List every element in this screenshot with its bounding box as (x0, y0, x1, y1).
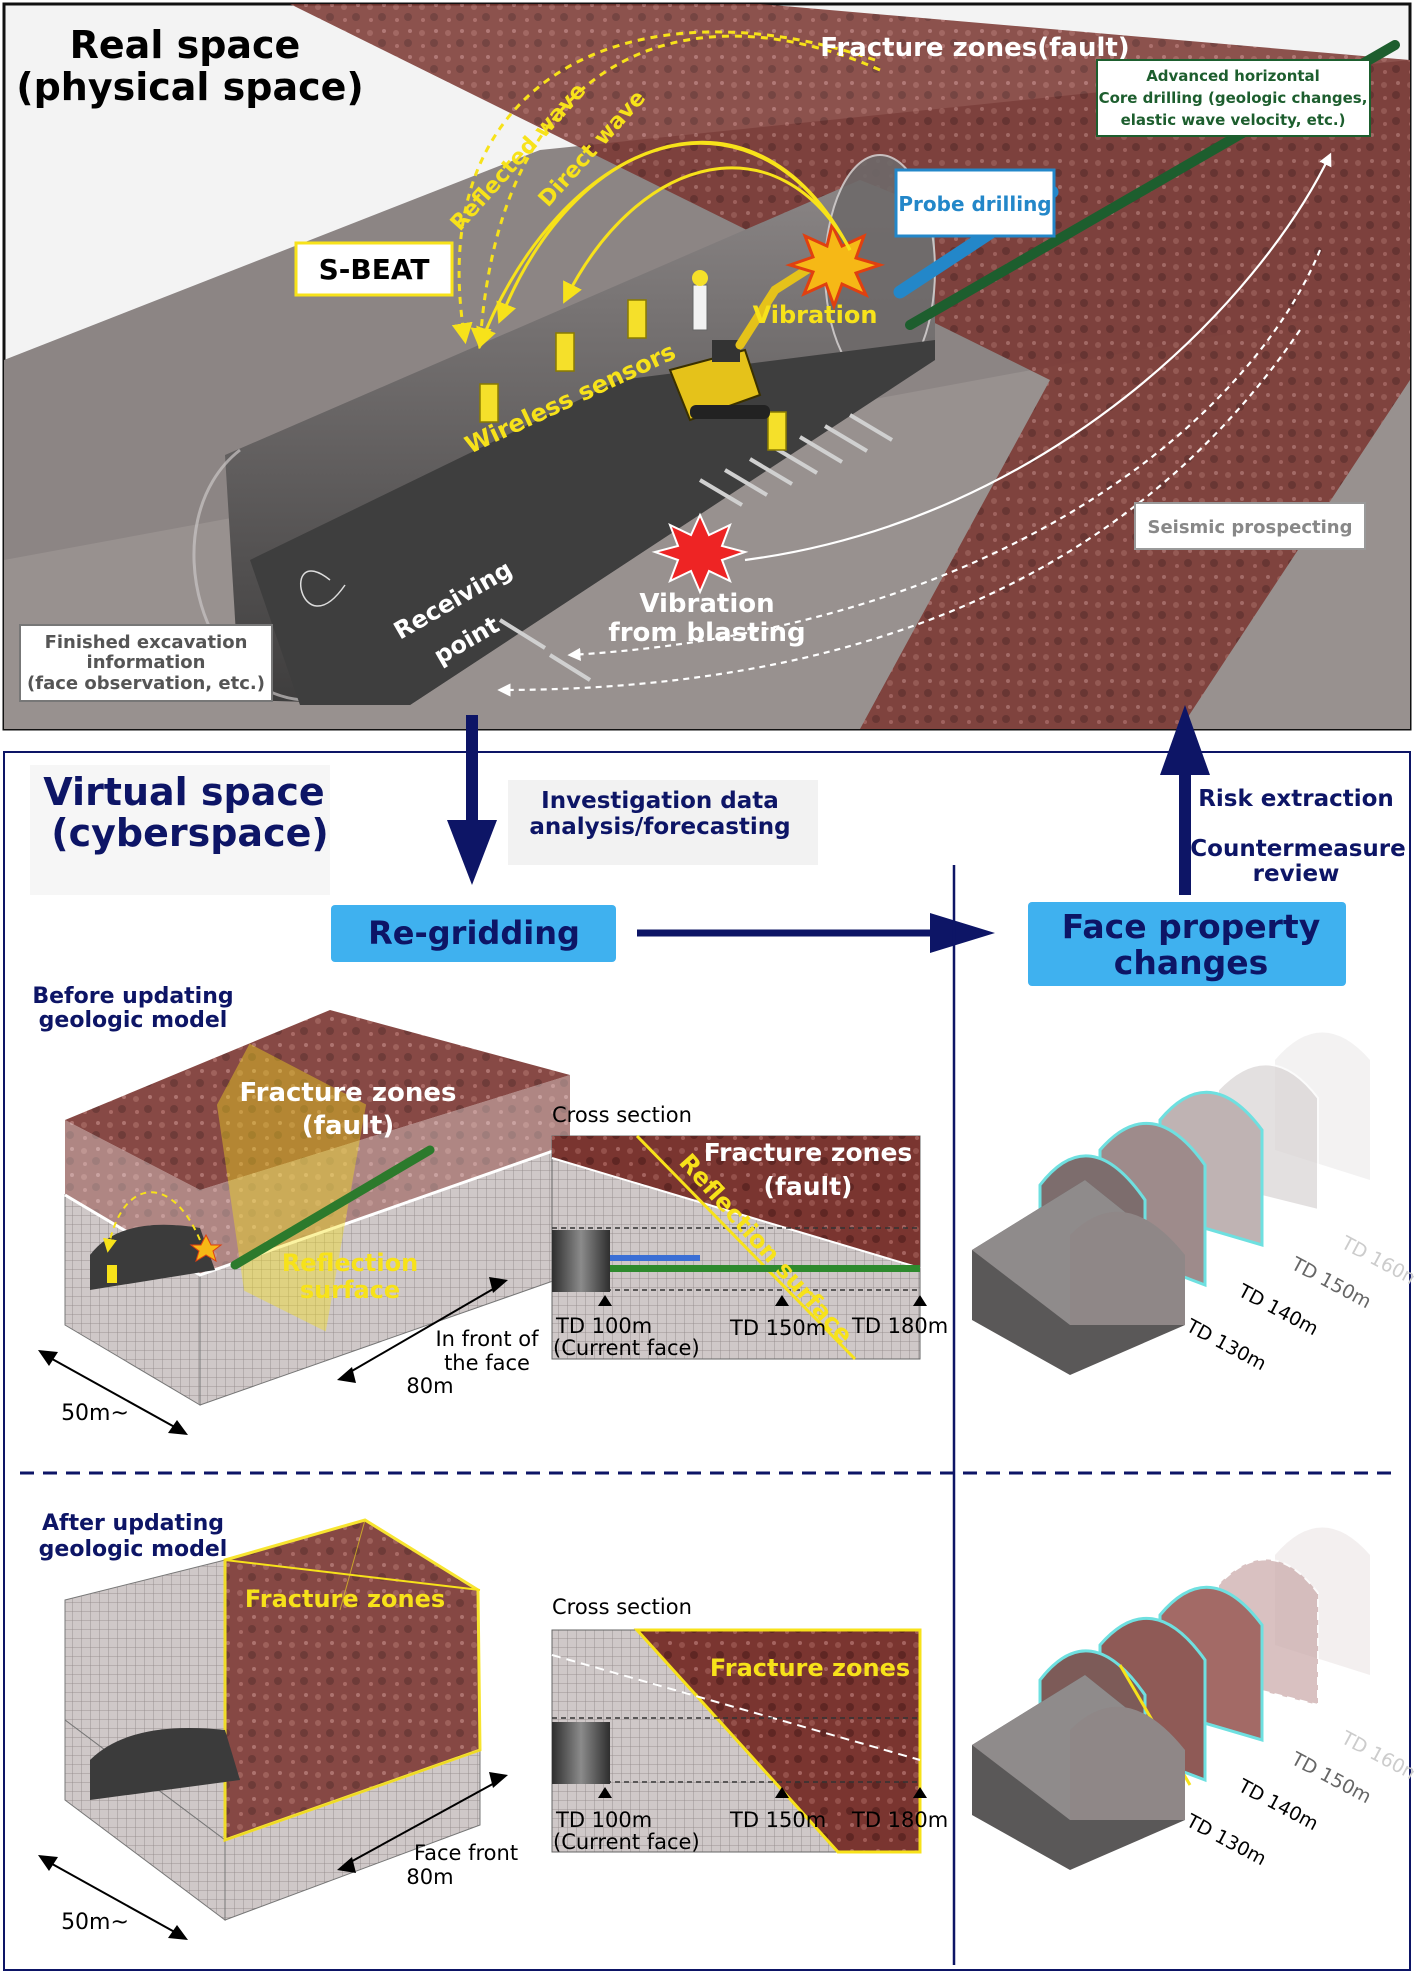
countermeasure-line1: Countermeasure (1190, 836, 1405, 862)
risk-extraction-label: Risk extraction (1198, 786, 1394, 812)
after-front-line2: 80m (406, 1865, 453, 1889)
before-front-line2: the face (444, 1351, 530, 1375)
before-core-drill (230, 1145, 435, 1270)
real-space-title-1: Real space (70, 23, 301, 67)
before-reflection-line2: surface (300, 1276, 400, 1304)
advanced-drilling-line2: Core drilling (geologic changes, (1099, 89, 1368, 107)
finished-excavation-line2: information (87, 652, 206, 673)
after-section: After updating geologic model Fracture z… (38, 1511, 1414, 1940)
right-arrow-head (930, 913, 995, 953)
after-fracture-label: Fracture zones (245, 1585, 445, 1613)
before-reflection-line1: Reflection (282, 1249, 418, 1277)
before-td100: TD 100m (555, 1314, 652, 1338)
after-dim-50-label: 50m~ (61, 1910, 129, 1935)
face-property-line2: changes (1114, 943, 1268, 982)
blasting-line1: Vibration (639, 589, 774, 619)
tunnel-floor (250, 340, 935, 705)
vibration-star-icon (785, 220, 886, 311)
after-current-face: (Current face) (553, 1830, 700, 1854)
real-space-panel: Real space (physical space) Fracture zon… (2, 2, 1412, 731)
before-label-line2: geologic model (39, 1008, 228, 1033)
before-cs-fracture-line1: Fracture zones (704, 1138, 913, 1167)
finished-excavation-box (19, 624, 273, 702)
face-property-box (1028, 902, 1346, 986)
virtual-space-title-2: (cyberspace) (51, 811, 329, 855)
probe-drilling-label: Probe drilling (898, 192, 1051, 216)
before-current-face: (Current face) (553, 1336, 700, 1360)
after-label-line1: After updating (42, 1511, 224, 1536)
regridding-box (331, 905, 616, 962)
seismic-arcs (497, 152, 1332, 697)
after-face-slices (972, 1527, 1370, 1870)
after-dim-80-line (344, 1779, 501, 1866)
after-fracture-block (223, 1518, 482, 1843)
wireless-sensor-icons (479, 299, 787, 451)
before-block-top (65, 1010, 570, 1190)
blast-holes (498, 413, 894, 682)
before-fracture-line1: Fracture zones (240, 1078, 457, 1108)
probe-drilling-box (894, 168, 1056, 238)
countermeasure-line2: review (1253, 861, 1340, 887)
sbeat-box (294, 241, 454, 297)
before-label-line1: Before updating (32, 984, 233, 1009)
after-label-line2: geologic model (39, 1537, 228, 1562)
investigation-line2: analysis/forecasting (529, 814, 790, 840)
after-td100: TD 100m (555, 1808, 652, 1832)
before-td180: TD 180m (851, 1314, 948, 1338)
virtual-space-panel: Virtual space (cyberspace) Investigation… (3, 705, 1414, 1971)
investigation-line1: Investigation data (541, 788, 779, 814)
finished-excavation-line3: (face observation, etc.) (27, 673, 265, 694)
wave-arcs (451, 30, 881, 350)
fracture-zones-label: Fracture zones(fault) (820, 33, 1129, 63)
before-cs-fracture-line2: (fault) (764, 1172, 853, 1201)
before-dim-50-line (44, 1354, 181, 1431)
advanced-drilling-box (1096, 59, 1371, 137)
before-section: Before updating geologic model Fracture … (32, 984, 1414, 1435)
real-space-title-2: (physical space) (16, 65, 364, 109)
before-tunnel (90, 1224, 215, 1290)
before-cs-reflection-line (635, 1134, 857, 1361)
after-dim-50-line (44, 1859, 181, 1936)
up-arrow-head (1160, 705, 1210, 775)
seismic-prospecting-box (1134, 502, 1366, 550)
before-dim-50-label: 50m~ (61, 1401, 129, 1426)
before-front-line1: In front of (435, 1327, 539, 1351)
before-cs-tunnel (552, 1230, 610, 1292)
blasting-star-icon (651, 512, 749, 595)
before-cs-probe (598, 1255, 700, 1261)
after-cross-section-title: Cross section (552, 1595, 692, 1619)
before-front-line3: 80m (406, 1374, 453, 1398)
after-cs-tunnel (552, 1722, 610, 1784)
down-arrow-head (447, 820, 497, 885)
before-cs-rock (552, 1136, 920, 1268)
virtual-space-title-1: Virtual space (43, 770, 324, 814)
vibration-label: Vibration (753, 301, 878, 329)
finished-excavation-line1: Finished excavation (45, 632, 248, 653)
after-td150: TD 150m (729, 1808, 826, 1832)
sbeat-label: S-BEAT (319, 253, 430, 286)
after-tunnel (90, 1728, 240, 1800)
seismic-prospecting-label: Seismic prospecting (1148, 517, 1353, 538)
after-front-line1: Face front (414, 1841, 518, 1865)
before-cs-core (598, 1265, 920, 1272)
regridding-label: Re-gridding (368, 914, 580, 952)
after-cs-rock (633, 1628, 922, 1854)
before-cross-section-title: Cross section (552, 1103, 692, 1127)
blasting-line2: from blasting (608, 618, 805, 648)
before-td150: TD 150m (729, 1316, 826, 1340)
before-face-slices (972, 1032, 1370, 1375)
face-property-line1: Face property (1062, 907, 1320, 946)
advanced-drilling-line1: Advanced horizontal (1146, 67, 1320, 85)
after-td180: TD 180m (851, 1808, 948, 1832)
after-cs-fracture-label: Fracture zones (710, 1654, 910, 1682)
fault-band (290, 4, 1410, 729)
advanced-drilling-line3: elastic wave velocity, etc.) (1121, 111, 1346, 129)
before-dim-80-line (344, 1284, 501, 1376)
before-fracture-line2: (fault) (302, 1111, 394, 1141)
